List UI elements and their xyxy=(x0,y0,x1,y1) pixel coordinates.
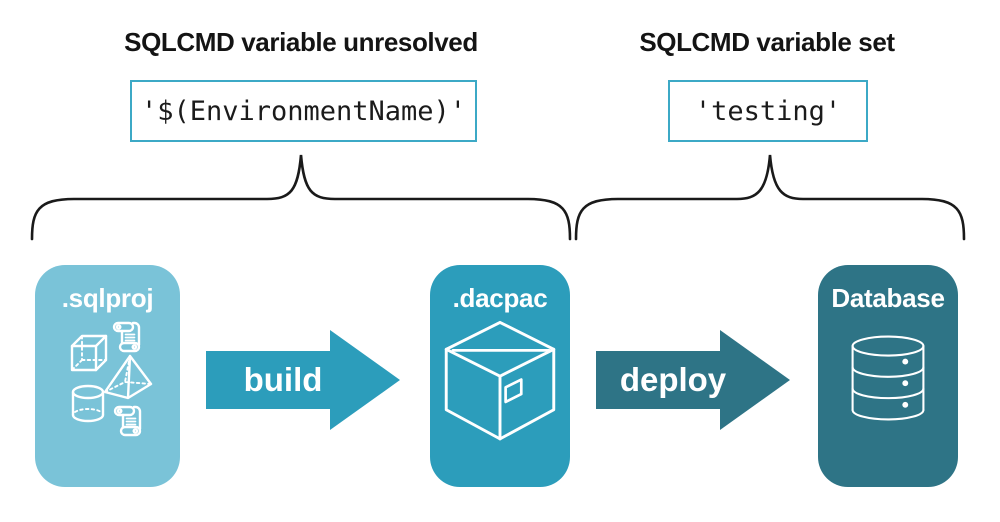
build-arrow: build xyxy=(206,330,400,430)
heading-sqlcmd-unresolved: SQLCMD variable unresolved xyxy=(124,27,478,57)
node-database-label: Database xyxy=(831,283,945,313)
code-box-testing-value: 'testing' xyxy=(668,80,868,142)
database-cylinder-icon xyxy=(851,335,925,421)
node-sqlproj-label: .sqlproj xyxy=(61,283,154,313)
deploy-arrow: deploy xyxy=(596,330,790,430)
code-text-testing-value: 'testing' xyxy=(694,95,842,127)
code-text-environment-variable: '$(EnvironmentName)' xyxy=(140,95,467,127)
build-arrow-label: build xyxy=(243,361,323,398)
node-database: Database xyxy=(818,265,958,487)
sql-objects-icon xyxy=(70,321,153,437)
deploy-arrow-shape xyxy=(596,330,790,430)
node-dacpac: .dacpac xyxy=(430,265,570,487)
build-arrow-shape xyxy=(206,330,400,430)
heading-sqlcmd-set: SQLCMD variable set xyxy=(639,27,895,57)
node-dacpac-label: .dacpac xyxy=(452,283,548,313)
node-sqlproj: .sqlproj xyxy=(35,265,180,487)
code-box-environment-variable: '$(EnvironmentName)' xyxy=(130,80,477,142)
deploy-arrow-label: deploy xyxy=(619,361,727,398)
package-box-icon xyxy=(444,320,556,441)
brace-left-icon xyxy=(30,154,572,241)
brace-right-icon xyxy=(574,154,966,241)
